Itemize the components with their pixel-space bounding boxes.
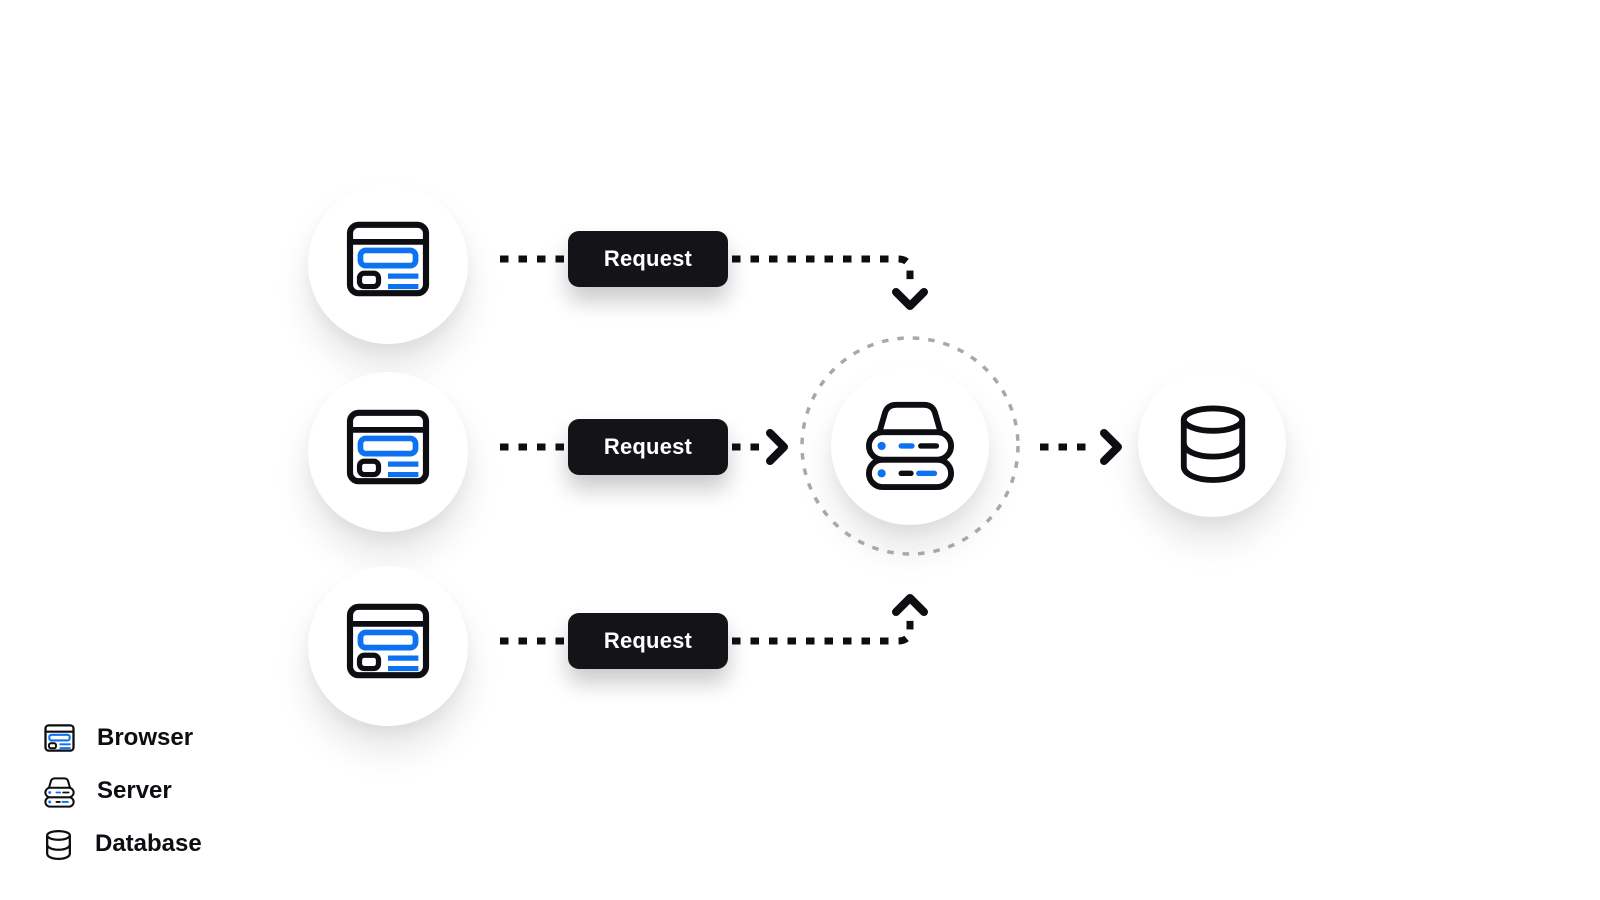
legend-item-browser: Browser [44,721,202,755]
arrow-down-icon [892,288,928,310]
legend-label-browser: Browser [97,724,194,751]
server-icon [865,395,955,491]
browser-icon [346,603,430,679]
arrow-up-icon [892,594,928,616]
legend-label-server: Server [97,777,172,804]
browser-icon [346,221,430,297]
legend: Browser Server Database [44,721,202,861]
request-badge: Request [568,231,728,287]
server-icon [44,775,75,808]
browser-icon [346,409,430,485]
legend-label-database: Database [95,830,202,857]
legend-item-server: Server [44,774,202,808]
legend-item-database: Database [44,827,202,861]
database-icon [1176,403,1250,483]
browser-icon [44,724,75,752]
request-badge: Request [568,419,728,475]
arrow-right-icon [1100,429,1122,465]
database-icon [44,829,73,860]
request-badge: Request [568,613,728,669]
arrow-right-icon [766,429,788,465]
